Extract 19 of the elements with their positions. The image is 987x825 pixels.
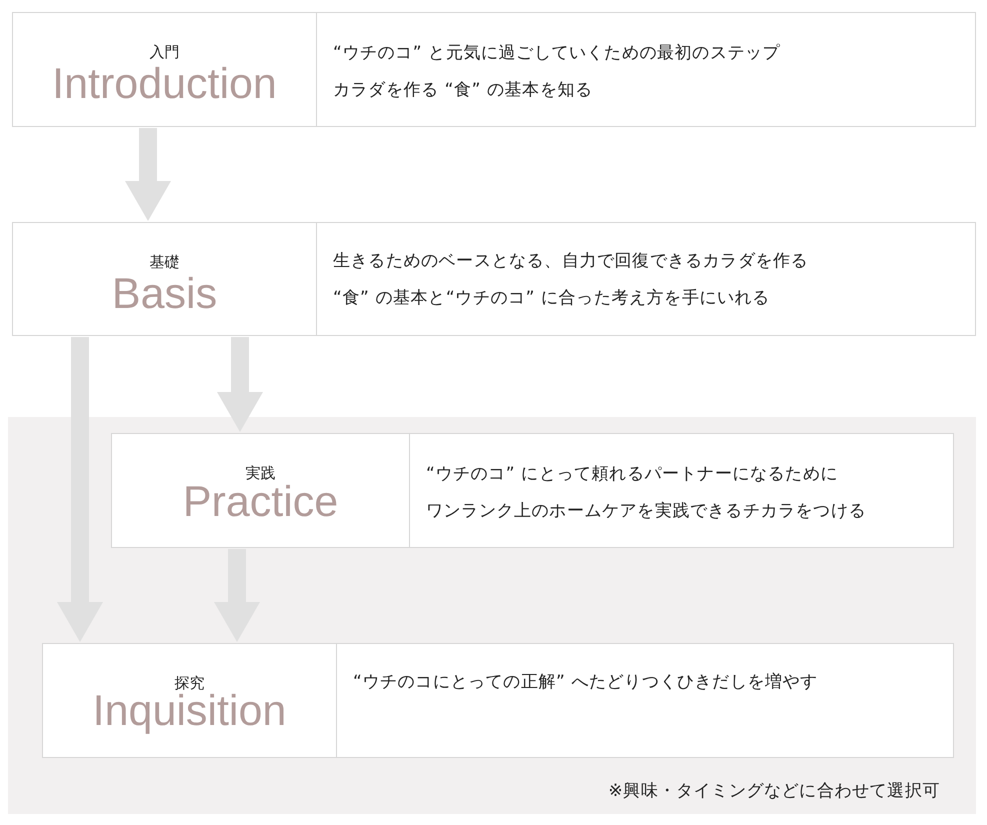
highlight-band — [8, 417, 976, 814]
note-text: ※興味・タイミングなどに合わせて選択可 — [608, 780, 940, 802]
description-text: “ウチのコ” にとって頼れるパートナーになるためにワンランク上のホームケアを実践できるチカラをつける — [409, 434, 953, 547]
step-label: 基礎 — [150, 253, 180, 272]
description-text: 生きるためのベースとなる、自力で回復できるカラダを作る“食” の基本と“ウチのコ” に合った考え方を手にいれる — [316, 223, 975, 335]
step-label: 実践 — [246, 464, 276, 483]
step-box — [12, 222, 976, 336]
step-title: Basis — [112, 270, 218, 319]
description-text: “ウチのコ” と元気に過ごしていくための最初のステップカラダを作る “食” の基本を知る — [316, 13, 975, 126]
step-title: Introduction — [52, 60, 277, 109]
step-box — [12, 12, 976, 127]
arrow — [125, 128, 171, 221]
arrow — [57, 337, 103, 642]
step-box — [111, 433, 954, 548]
arrow — [217, 337, 263, 432]
step-label: 入門 — [150, 43, 180, 62]
arrow — [214, 549, 260, 642]
description-text: “ウチのコにとっての正解” へたどりつくひきだしを増やす — [336, 644, 953, 757]
step-box — [42, 643, 954, 758]
